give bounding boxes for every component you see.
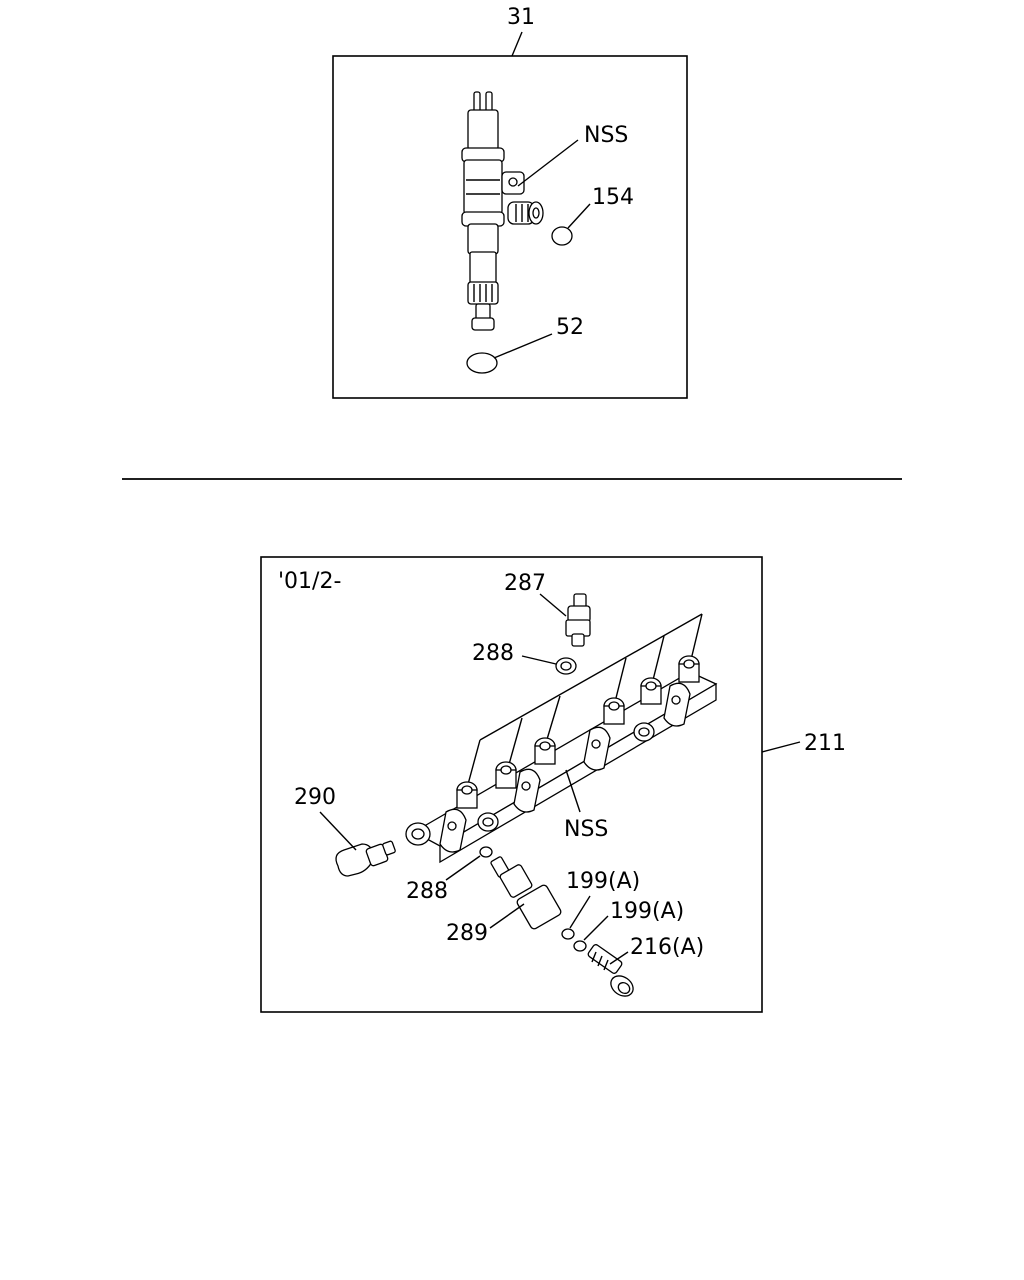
washer-199a-1 [561,928,575,940]
callout-nss-bottom: NSS [564,817,608,842]
callout-216a: 216(A) [630,935,704,960]
bottom-view-frame [260,556,763,1013]
callout-154: 154 [592,185,634,210]
callout-211: 211 [804,731,846,756]
callout-287: 287 [504,571,546,596]
limiter-289 [490,856,562,930]
leader-199a-1 [569,895,591,929]
leader-216a [609,951,629,965]
sensor-290 [335,840,396,877]
rail-body [405,655,718,864]
washer-288-bottom [479,846,493,858]
callout-290: 290 [294,785,336,810]
washer-52 [466,352,498,374]
fitting-287 [565,593,591,647]
callout-199a-1: 199(A) [566,869,640,894]
leader-288-bottom [445,855,481,881]
bolt-216a [587,944,634,997]
date-note: '01/2- [278,569,341,594]
pipe-lines [466,613,703,789]
leader-154 [567,203,591,229]
bottom-view-common-rail: '01/2- [260,556,846,1013]
leader-199a-2 [583,915,609,941]
leader-31 [511,31,523,57]
injector-body [461,91,544,331]
callout-289: 289 [446,921,488,946]
washer-199a-2 [573,940,587,952]
leader-211 [761,741,801,753]
leader-290 [319,811,357,851]
o-ring-154 [551,226,573,246]
top-view-frame [332,55,688,399]
leader-52 [493,333,553,359]
callout-288-bottom: 288 [406,879,448,904]
leader-288-top [521,655,557,665]
callout-52: 52 [556,315,584,340]
leader-289 [489,903,525,929]
callout-31: 31 [507,5,535,30]
leader-nss-top [517,139,579,187]
callout-nss-top: NSS [584,123,628,148]
callout-199a-2: 199(A) [610,899,684,924]
leader-287 [539,593,567,617]
top-view-injector: 31 [332,5,688,399]
leader-nss-bottom [565,769,581,813]
callout-288-top: 288 [472,641,514,666]
